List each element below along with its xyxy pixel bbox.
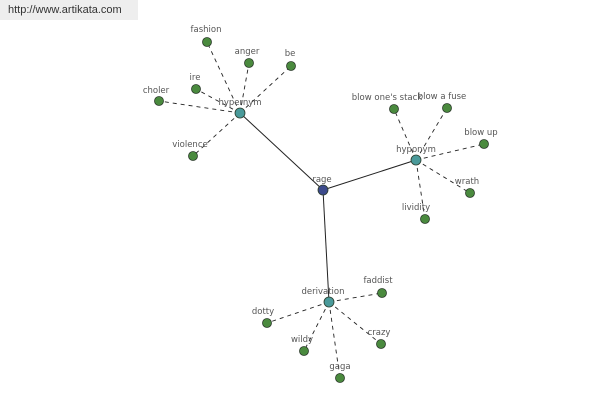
leaf-label-dotty: dotty: [252, 307, 274, 317]
leaf-node-blow-up[interactable]: [479, 139, 489, 149]
leaf-node-faddist[interactable]: [377, 288, 387, 298]
edge-hypernym-choler: [158, 100, 241, 114]
leaf-label-gaga: gaga: [329, 362, 350, 372]
edge-derivation-crazy: [328, 301, 382, 345]
leaf-node-blow-one-s-stack[interactable]: [389, 104, 399, 114]
edge-hypernym-fashion: [206, 41, 241, 114]
edge-hyponym-blow-one-s-stack: [393, 108, 417, 161]
edge-hyponym-lividity: [415, 159, 426, 220]
leaf-node-ire[interactable]: [191, 84, 201, 94]
leaf-label-faddist: faddist: [363, 276, 393, 286]
edge-hyponym-blow-a-fuse: [415, 107, 448, 161]
leaf-node-fashion[interactable]: [202, 37, 212, 47]
leaf-node-lividity[interactable]: [420, 214, 430, 224]
leaf-node-be[interactable]: [286, 61, 296, 71]
edge-derivation-wildy: [303, 301, 330, 352]
edge-hypernym-be: [239, 65, 292, 114]
leaf-node-wildy[interactable]: [299, 346, 309, 356]
leaf-label-anger: anger: [235, 47, 260, 57]
edge-rage-hypernym: [239, 112, 324, 191]
leaf-node-dotty[interactable]: [262, 318, 272, 328]
leaf-label-ire: ire: [190, 73, 201, 83]
leaf-label-fashion: fashion: [191, 25, 222, 35]
edge-layer: [158, 41, 485, 379]
hub-node-derivation[interactable]: [323, 296, 335, 308]
leaf-label-blow-up: blow up: [464, 128, 497, 138]
leaf-label-wildy: wildy: [291, 335, 313, 345]
source-url-text[interactable]: http://www.artikata.com: [8, 4, 122, 16]
leaf-label-blow-one-s-stack: blow one's stack: [352, 93, 423, 103]
edge-hypernym-violence: [192, 112, 241, 157]
center-node-rage[interactable]: [317, 184, 329, 196]
leaf-label-violence: violence: [172, 140, 207, 150]
hub-label-hypernym: hypernym: [218, 98, 261, 108]
leaf-node-violence[interactable]: [188, 151, 198, 161]
edge-derivation-dotty: [266, 301, 330, 324]
leaf-label-wrath: wrath: [455, 177, 479, 187]
leaf-label-be: be: [285, 49, 296, 59]
edge-derivation-faddist: [328, 292, 383, 303]
edge-hyponym-wrath: [415, 159, 471, 194]
source-url-banner: http://www.artikata.com: [0, 0, 138, 20]
label-layer: fashion anger be ire choler violence hypernym b…: [143, 25, 498, 372]
edge-hypernym-anger: [239, 62, 250, 114]
leaf-node-wrath[interactable]: [465, 188, 475, 198]
edge-hypernym-ire: [195, 88, 241, 114]
leaf-node-anger[interactable]: [244, 58, 254, 68]
leaf-node-choler[interactable]: [154, 96, 164, 106]
leaf-node-gaga[interactable]: [335, 373, 345, 383]
hub-label-derivation: derivation: [301, 287, 344, 297]
leaf-node-blow-a-fuse[interactable]: [442, 103, 452, 113]
leaf-label-blow-a-fuse: blow a fuse: [418, 92, 467, 102]
leaf-label-lividity: lividity: [402, 203, 430, 213]
node-layer: [154, 37, 489, 383]
edge-rage-derivation: [322, 189, 330, 303]
leaf-node-crazy[interactable]: [376, 339, 386, 349]
center-label-rage: rage: [312, 175, 331, 185]
hub-node-hyponym[interactable]: [410, 154, 422, 166]
leaf-label-choler: choler: [143, 86, 170, 96]
hub-node-hypernym[interactable]: [234, 107, 246, 119]
leaf-label-crazy: crazy: [368, 328, 391, 338]
hub-label-hyponym: hyponym: [396, 145, 436, 155]
edge-hyponym-blow-up: [415, 143, 485, 161]
edge-rage-hyponym: [322, 159, 417, 191]
